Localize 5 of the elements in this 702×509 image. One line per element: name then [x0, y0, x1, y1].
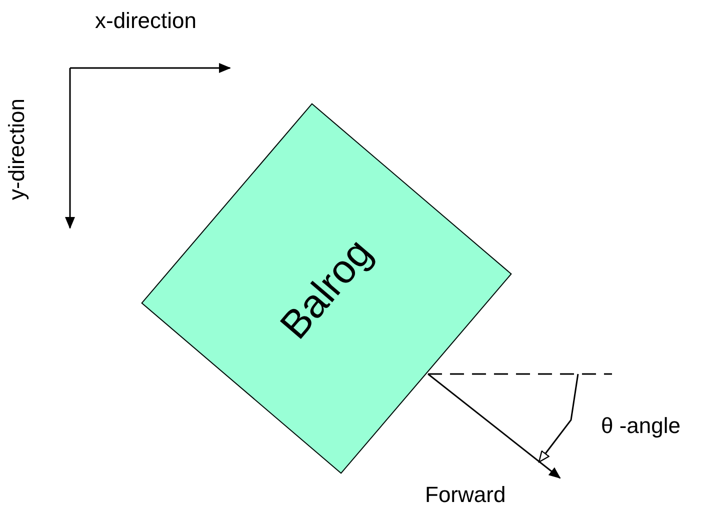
axis-label: x-direction [95, 10, 196, 32]
axis-label: y-direction [6, 98, 28, 200]
angle-label: θ -angle [601, 415, 681, 437]
arrow-label: Forward [425, 484, 506, 506]
arrow [428, 373, 561, 479]
